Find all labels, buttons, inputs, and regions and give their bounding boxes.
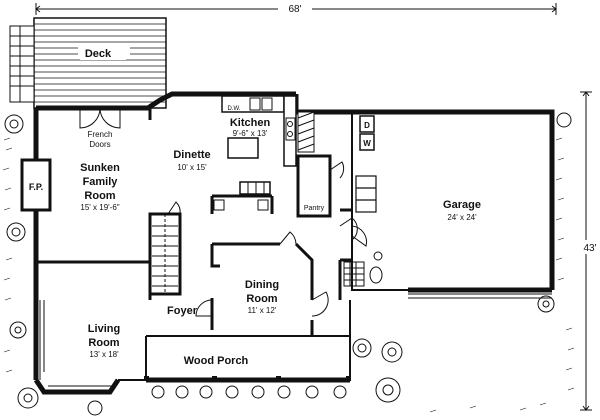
family-room-label-line3: Room <box>84 190 115 202</box>
width-label-bg <box>278 2 312 15</box>
laundry-closet <box>355 175 377 213</box>
laundry-appliances <box>359 115 375 151</box>
grass-texture <box>2 137 575 413</box>
porch-columns <box>144 376 351 381</box>
fireplace <box>20 158 52 212</box>
dryer-label: D <box>364 121 370 130</box>
pantry-label: Pantry <box>304 205 325 212</box>
kitchen-appliances <box>213 97 315 211</box>
living-room-label-line1: Living <box>88 323 120 335</box>
dishwasher-label: D.W. <box>228 106 241 112</box>
powder-room-fixtures <box>343 251 383 287</box>
foyer-label: Foyer <box>167 305 198 317</box>
depth-label: 43' <box>583 243 596 254</box>
kitchen-label: Kitchen <box>230 117 271 129</box>
garage-size: 24' x 24' <box>447 213 477 222</box>
deck-stairs <box>9 25 35 103</box>
wood-porch-label: Wood Porch <box>184 355 249 367</box>
width-label: 68' <box>288 4 301 15</box>
dining-room-size: 11' x 12' <box>248 306 277 315</box>
garage-door <box>408 293 552 299</box>
washer-label: W <box>363 139 371 148</box>
family-room-label-line1: Sunken <box>80 162 120 174</box>
family-room-label-line2: Family <box>83 176 119 188</box>
shrubs <box>4 112 572 416</box>
door-swings <box>79 107 367 317</box>
bay-window <box>39 300 112 387</box>
french-doors-label-line1: French <box>88 130 113 139</box>
dinette-size: 10' x 15' <box>177 163 207 172</box>
dining-room-label-line2: Room <box>246 293 277 305</box>
deck-label: Deck <box>85 48 112 60</box>
living-room-label-line2: Room <box>88 337 119 349</box>
dining-room-label-line1: Dining <box>245 279 279 291</box>
exterior-walls <box>33 91 555 395</box>
exterior-walls-thin <box>118 112 408 381</box>
french-doors-label-line2: Doors <box>89 140 110 149</box>
garage-label: Garage <box>443 199 481 211</box>
kitchen-counters <box>221 95 297 195</box>
living-room-size: 13' x 18' <box>89 350 119 359</box>
kitchen-size: 9'-6" x 13' <box>233 129 268 138</box>
family-room-size: 15' x 19'-6" <box>80 203 119 212</box>
dinette-label: Dinette <box>173 149 210 161</box>
depth-label-bg <box>582 240 598 254</box>
stairs <box>152 214 178 294</box>
interior-walls <box>36 108 352 336</box>
fireplace-label: F.P. <box>29 182 43 192</box>
deck <box>33 17 167 109</box>
